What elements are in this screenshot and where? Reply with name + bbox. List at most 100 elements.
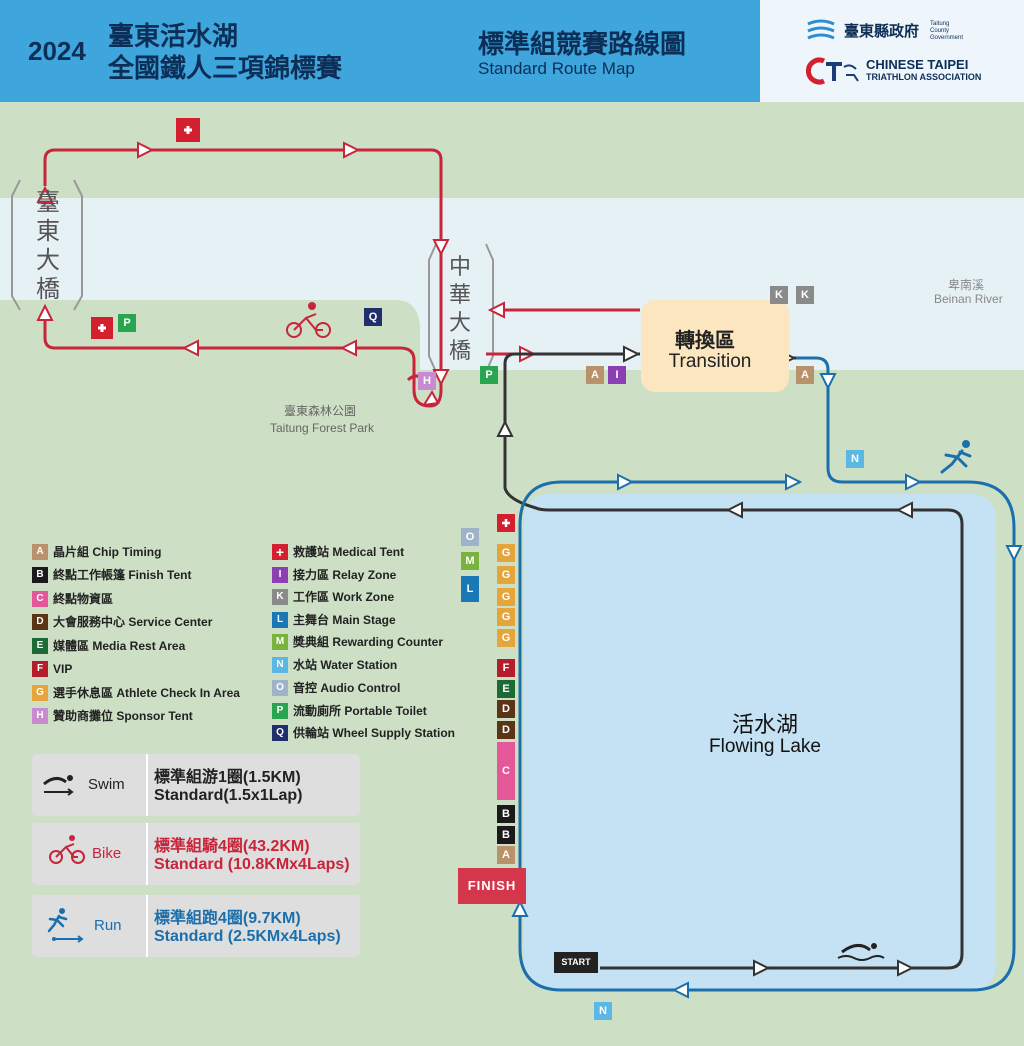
legend-label: 大會服務中心 Service Center [53, 615, 213, 629]
event-title: 臺東活水湖 全國鐵人三項錦標賽 [108, 20, 342, 84]
legend-label: 音控 Audio Control [293, 681, 401, 695]
legend-label: 主舞台 Main Stage [293, 613, 396, 627]
marker-rewarding-counter: M [461, 552, 479, 570]
legend-swatch: B [32, 567, 48, 583]
legend-label: 獎典組 Rewarding Counter [293, 635, 444, 649]
legend-swatch: H [32, 708, 48, 724]
swimmer-card-icon [43, 775, 74, 796]
event-year: 2024 [28, 36, 86, 66]
legend-swatch: C [32, 591, 48, 607]
marker-finish-tent: B [497, 826, 515, 844]
marker-vip: F [497, 659, 515, 677]
zhonghua-bridge-char: 大 [448, 310, 471, 335]
run-card-icon-area: Run [32, 895, 144, 957]
river-label-zh: 卑南溪 [948, 278, 985, 292]
zhonghua-bridge-label: 中 華 大 橋 [448, 253, 472, 365]
legend-swatch: Q [272, 725, 288, 741]
header: 2024 臺東活水湖 全國鐵人三項錦標賽 標準組競賽路線圖 Standard R… [0, 0, 1024, 102]
logo1-small: Taitung County Government [930, 21, 964, 41]
legend-label: 流動廁所 Portable Toilet [293, 704, 427, 718]
legend-swatch: N [272, 657, 288, 673]
zhonghua-bridge-char: 華 [448, 282, 471, 307]
marker-athlete-area: G [497, 544, 515, 562]
swim-card: Swim 標準組游1圈(1.5KM) Standard(1.5x1Lap) [32, 754, 360, 816]
marker-audio-control: O [461, 528, 479, 546]
marker-service-center: D [497, 721, 515, 739]
marker-work-zone: K [770, 286, 788, 304]
bike-card-icon-area: Bike [32, 823, 144, 885]
marker-sponsor-tent: H [418, 372, 436, 390]
legend-swatch: O [272, 680, 288, 696]
taitung-bridge-label: 臺 東 大 橋 [36, 188, 60, 304]
start-marker: START [554, 952, 598, 973]
bike-card-line2: Standard (10.8KMx4Laps) [154, 856, 350, 873]
card-divider [146, 823, 148, 885]
legend-swatch: I [272, 567, 288, 583]
bike-card-label: Bike [92, 845, 122, 862]
legend-swatch: + [272, 544, 288, 560]
marker-service-center: D [497, 700, 515, 718]
taitung-bridge-outline [11, 179, 83, 311]
runner-icon [940, 440, 972, 474]
cyclist-icon [286, 302, 331, 338]
swim-card-line2: Standard(1.5x1Lap) [154, 787, 303, 804]
marker-athlete-area: G [497, 566, 515, 584]
legend-label: 接力區 Relay Zone [293, 568, 397, 582]
legend-swatch: F [32, 661, 48, 677]
transition-label-zh: 轉換區 [675, 330, 735, 352]
zhonghua-bridge-char: 橋 [448, 338, 471, 363]
ctta-logo: CHINESE TAIPEI TRIATHLON ASSOCIATION [805, 57, 1006, 85]
taitung-bridge-char: 橋 [36, 276, 60, 303]
bike-card: Bike 標準組騎4圈(43.2KM) Standard (10.8KMx4La… [32, 823, 360, 885]
taitung-bridge-char: 東 [36, 218, 60, 245]
run-card-line2: Standard (2.5KMx4Laps) [154, 928, 341, 945]
swim-card-icon-area: Swim [32, 754, 144, 816]
logo2-line1: CHINESE TAIPEI [866, 57, 969, 72]
legend-label: 媒體區 Media Rest Area [53, 639, 186, 653]
event-title-line2: 全國鐵人三項錦標賽 [108, 53, 343, 83]
runner-card-icon [47, 908, 84, 943]
flowing-lake [524, 494, 996, 990]
lake-label-en: Flowing Lake [709, 736, 821, 757]
legend-label: 救護站 Medical Tent [293, 545, 405, 559]
marker-chip-timing: A [796, 366, 814, 384]
marker-water-station: N [594, 1002, 612, 1020]
run-arrows [511, 373, 1023, 999]
bike-arrows [36, 141, 537, 407]
legend-label: 終點物資區 [53, 592, 114, 606]
logo1-text: 臺東縣政府 [844, 23, 920, 40]
lake-label-zh: 活水湖 [731, 712, 798, 737]
marker-media-area: E [497, 680, 515, 698]
taitung-bridge-char: 臺 [36, 189, 60, 216]
card-divider [146, 895, 148, 957]
forest-park-area [0, 300, 420, 370]
marker-finish-tent: B [497, 805, 515, 823]
legend-swatch: P [272, 703, 288, 719]
marker-relay-zone: I [608, 366, 626, 384]
legend-swatch: L [272, 612, 288, 628]
taitung-bridge-char: 大 [36, 247, 60, 274]
legend-swatch: E [32, 638, 48, 654]
legend-label: 贊助商攤位 Sponsor Tent [53, 709, 193, 723]
run-card: Run 標準組跑4圈(9.7KM) Standard (2.5KMx4Laps) [32, 895, 360, 957]
bike-card-line1: 標準組騎4圈(43.2KM) [154, 838, 310, 855]
map-title-en: Standard Route Map [478, 59, 635, 78]
marker-wheel-supply: Q [364, 308, 382, 326]
park-label-en: Taitung Forest Park [270, 421, 375, 435]
legend-swatch: K [272, 589, 288, 605]
taitung-county-logo: 臺東縣政府 Taitung County Government [806, 18, 1006, 44]
marker-portable-toilet: P [118, 314, 136, 332]
marker-portable-toilet: P [480, 366, 498, 384]
legend-swatch: M [272, 634, 288, 650]
marker-athlete-area: G [497, 608, 515, 626]
finish-marker: FINISH [458, 868, 526, 904]
logo2-line2: TRIATHLON ASSOCIATION [866, 72, 982, 82]
map-title-zh: 標準組競賽路線圖 [478, 29, 687, 59]
legend-label: 工作區 Work Zone [293, 590, 395, 604]
marker-finish-supplies: C [497, 742, 515, 800]
legend-label: 水站 Water Station [293, 658, 398, 672]
run-card-line1: 標準組跑4圈(9.7KM) [154, 910, 301, 927]
river-label-en: Beinan River [934, 292, 1003, 306]
card-divider [146, 754, 148, 816]
